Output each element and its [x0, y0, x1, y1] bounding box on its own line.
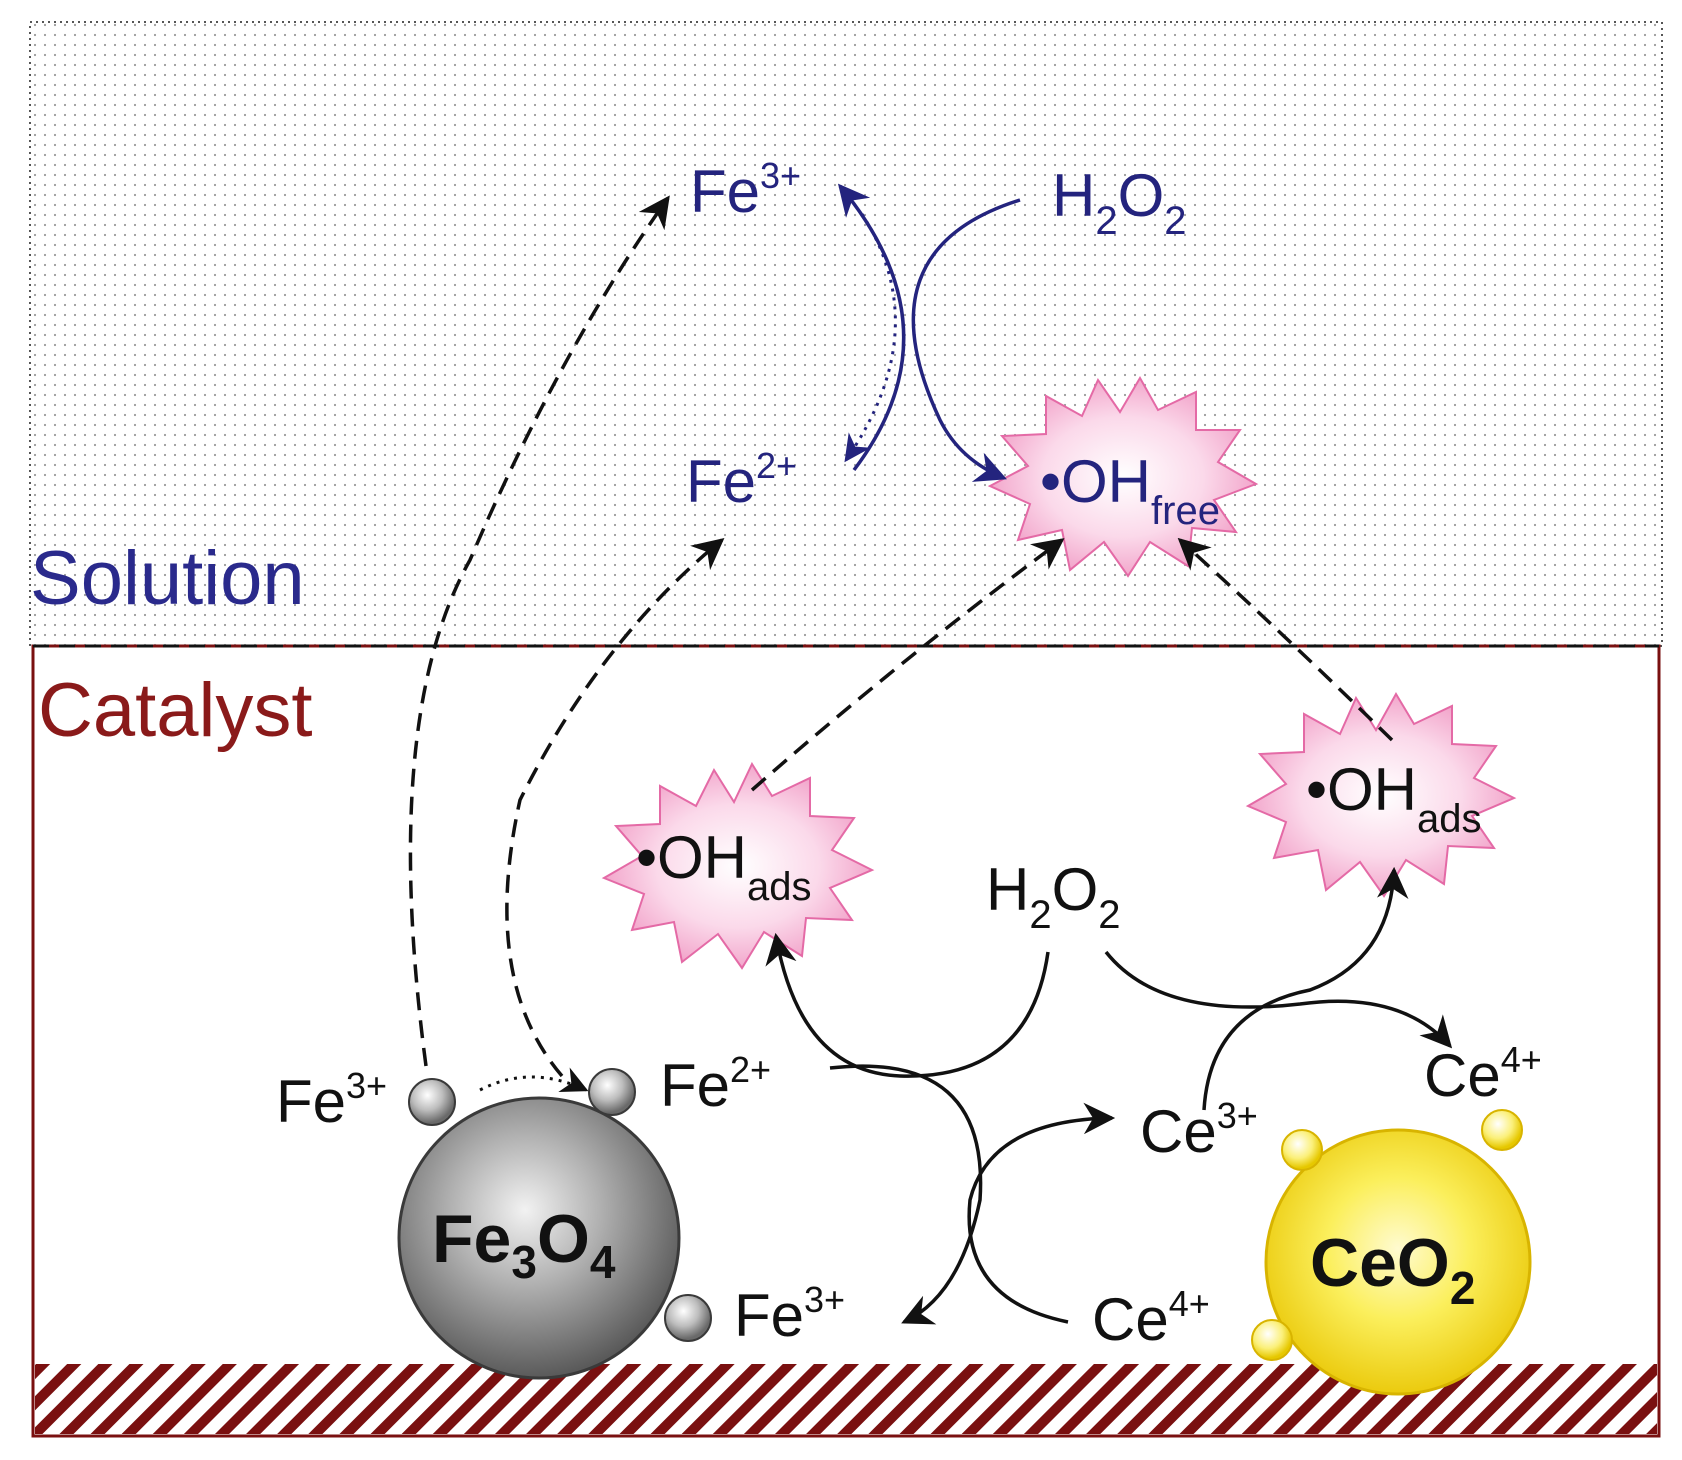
- catalyst-fe3-bottom-label: Fe3+: [734, 1279, 845, 1349]
- dashed-fe3-leach: [408, 195, 670, 1067]
- oh-ads-right-burst: [1245, 692, 1517, 898]
- ce-site-3: [1251, 1319, 1293, 1361]
- ce-site-2: [1481, 1109, 1523, 1151]
- ceo2-particle: [1264, 1128, 1532, 1396]
- oh-free-burst: [987, 375, 1259, 578]
- solution-fe3-label: Fe3+: [690, 155, 801, 225]
- dashed-fe2-cycle: [505, 538, 725, 1078]
- arrow-fe2-to-fe3: [829, 1064, 983, 1325]
- catalyst-h2o2-label: H2O2: [986, 856, 1121, 937]
- arrow-ce4-to-ce3: [967, 1102, 1116, 1324]
- catalyst-ce3-label: Ce3+: [1140, 1095, 1258, 1165]
- catalyst-ce4-bottom-label: Ce4+: [1092, 1283, 1210, 1353]
- catalyst-ce4-top-label: Ce4+: [1424, 1039, 1542, 1109]
- solution-fe2-label: Fe2+: [686, 445, 797, 515]
- ce-site-1: [1281, 1129, 1323, 1171]
- dashed-ohads-right-to-free: [1177, 537, 1394, 742]
- dotted-fe3-to-fe2-particle: [479, 1067, 589, 1093]
- fe-site-2: [588, 1068, 636, 1116]
- fe-site-1: [408, 1078, 456, 1126]
- arrow-h2o2-to-ohads-left: [765, 932, 1050, 1078]
- fe-site-3: [664, 1294, 712, 1342]
- oh-free-label: •OHfree: [1040, 448, 1220, 533]
- arrow-h2o2-to-oh-free: [911, 198, 1021, 482]
- oh-ads-left-burst: [601, 761, 875, 970]
- catalyst-label: Catalyst: [38, 668, 313, 753]
- arrow-h2o2-to-ce4: [1104, 950, 1453, 1049]
- arrow-fe3-to-fe2-dotted: [844, 213, 897, 463]
- fe3o4-label: Fe3O4: [432, 1201, 616, 1288]
- oh-ads-left-label: •OHads: [636, 824, 812, 909]
- ceo2-label: CeO2: [1310, 1225, 1475, 1314]
- solution-h2o2-label: H2O2: [1052, 162, 1187, 243]
- oh-ads-right-label: •OHads: [1306, 756, 1482, 841]
- catalyst-fe3-top-label: Fe3+: [276, 1065, 387, 1135]
- catalyst-fe2-label: Fe2+: [660, 1049, 771, 1119]
- solution-label: Solution: [30, 536, 305, 621]
- dashed-ohads-left-to-free: [750, 538, 1065, 792]
- fe3o4-particle: [397, 1096, 681, 1380]
- solution-region: [29, 21, 1663, 647]
- arrow-ce3-to-ohads-right: [1202, 866, 1409, 1111]
